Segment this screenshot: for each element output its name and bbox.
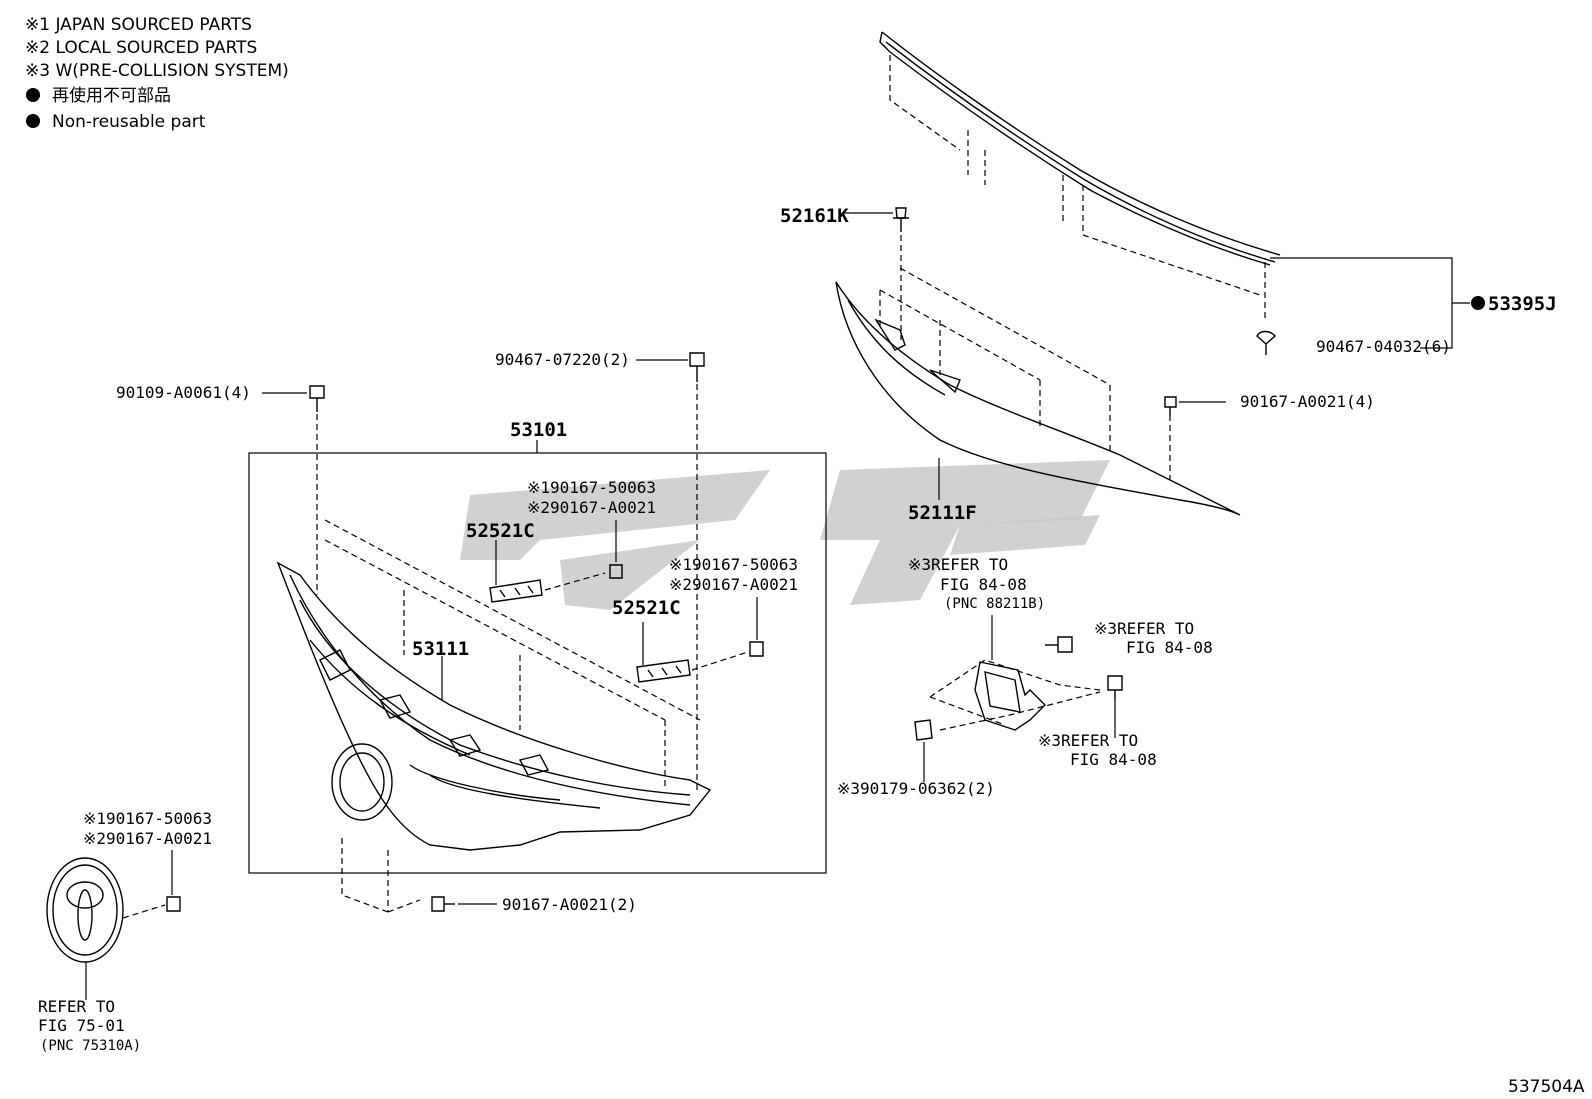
label-ref-sensor-2: FIG 84-08 <box>940 575 1027 594</box>
label-52111f: 52111F <box>908 502 977 524</box>
legend-note-1: ※1 JAPAN SOURCED PARTS <box>25 15 252 35</box>
pre-collision-sensor <box>974 661 1046 731</box>
label-53111: 53111 <box>412 638 469 660</box>
label-ref-sensor-1: ※3REFER TO <box>908 555 1008 574</box>
label-90179: ※390179-06362(2) <box>837 779 995 798</box>
label-emblem-ref-3: (PNC 75310A) <box>40 1038 141 1054</box>
nut-b <box>749 641 764 657</box>
label-90467-07220: 90467-07220(2) <box>495 350 630 369</box>
dash-sensor-top <box>929 659 1101 698</box>
dash-52521c-b <box>691 651 749 671</box>
nonreusable-marker <box>1471 296 1485 310</box>
label-52521c-b: 52521C <box>612 597 681 619</box>
label-53101: 53101 <box>510 419 567 441</box>
nut-a <box>609 564 623 579</box>
label-emblem-ref-1: REFER TO <box>38 997 115 1016</box>
dash-52521c-a <box>544 572 606 591</box>
label-a-note-1: ※190167-50063 <box>527 478 656 497</box>
dash-sensor-left <box>929 696 1006 726</box>
legend-nonreusable-jp: 再使用不可部品 <box>52 85 171 106</box>
cover-dashes <box>879 267 1171 480</box>
legend-dot-en <box>26 114 40 128</box>
label-b-note-1: ※190167-50063 <box>669 555 798 574</box>
bolt-sensor-b <box>1107 675 1123 700</box>
label-ref-sensor-3: (PNC 88211B) <box>944 596 1045 612</box>
label-ref-r1-2: FIG 84-08 <box>1126 638 1213 657</box>
nut-emblem <box>166 896 181 912</box>
label-emblem-ref-2: FIG 75-01 <box>38 1016 125 1035</box>
grille-dashes <box>324 519 701 913</box>
label-53395j: 53395J <box>1488 293 1557 315</box>
label-90167-a0021-4: 90167-A0021(4) <box>1240 392 1375 411</box>
label-ref-r2-2: FIG 84-08 <box>1070 750 1157 769</box>
label-90467-04032: 90467-04032(6) <box>1316 337 1451 356</box>
label-ref-r2-1: ※3REFER TO <box>1038 731 1138 750</box>
bolt-sensor-a <box>1045 636 1073 653</box>
label-90109-a0061: 90109-A0061(4) <box>116 383 251 402</box>
bolt-90167-a0021-bottom <box>431 896 455 912</box>
label-90167-a0021-2: 90167-A0021(2) <box>502 895 637 914</box>
label-a-note-2: ※290167-A0021 <box>527 498 656 517</box>
label-emblem-note-2: ※290167-A0021 <box>83 829 212 848</box>
bolt-90167-a0021-cover <box>1164 396 1177 416</box>
legend-note-3: ※3 W(PRE-COLLISION SYSTEM) <box>25 61 289 81</box>
clip-52161k <box>893 207 909 232</box>
figure-id: 537504A <box>1508 1077 1585 1097</box>
legend-dot-jp <box>26 88 40 102</box>
nut-90179 <box>914 719 933 741</box>
label-emblem-note-1: ※190167-50063 <box>83 809 212 828</box>
legend-nonreusable-en: Non-reusable part <box>52 112 206 132</box>
bracket-52521c-a <box>489 579 543 603</box>
bolt-90109-a0061 <box>309 385 325 412</box>
label-ref-r1-1: ※3REFER TO <box>1094 619 1194 638</box>
part-52111f-cover <box>835 281 1241 516</box>
label-52161k: 52161K <box>780 205 849 227</box>
label-52521c-a: 52521C <box>466 520 535 542</box>
legend: ※1 JAPAN SOURCED PARTS ※2 LOCAL SOURCED … <box>25 15 289 132</box>
label-b-note-2: ※290167-A0021 <box>669 575 798 594</box>
bolt-90467-07220 <box>689 352 705 382</box>
dash-emblem <box>122 904 166 919</box>
legend-note-2: ※2 LOCAL SOURCED PARTS <box>25 38 257 58</box>
bracket-52521c-b <box>636 659 691 683</box>
emblem-toyota <box>46 857 124 963</box>
dash-sensor-bottom <box>939 691 1101 731</box>
clip-90467-04032 <box>1256 330 1276 355</box>
trim-strip-dashes <box>889 55 1266 320</box>
watermark-logo <box>460 460 1110 610</box>
bracket-53395j <box>1270 257 1453 349</box>
part-53395j-trim-strip <box>879 31 1281 266</box>
part-53111-grille <box>276 561 712 851</box>
